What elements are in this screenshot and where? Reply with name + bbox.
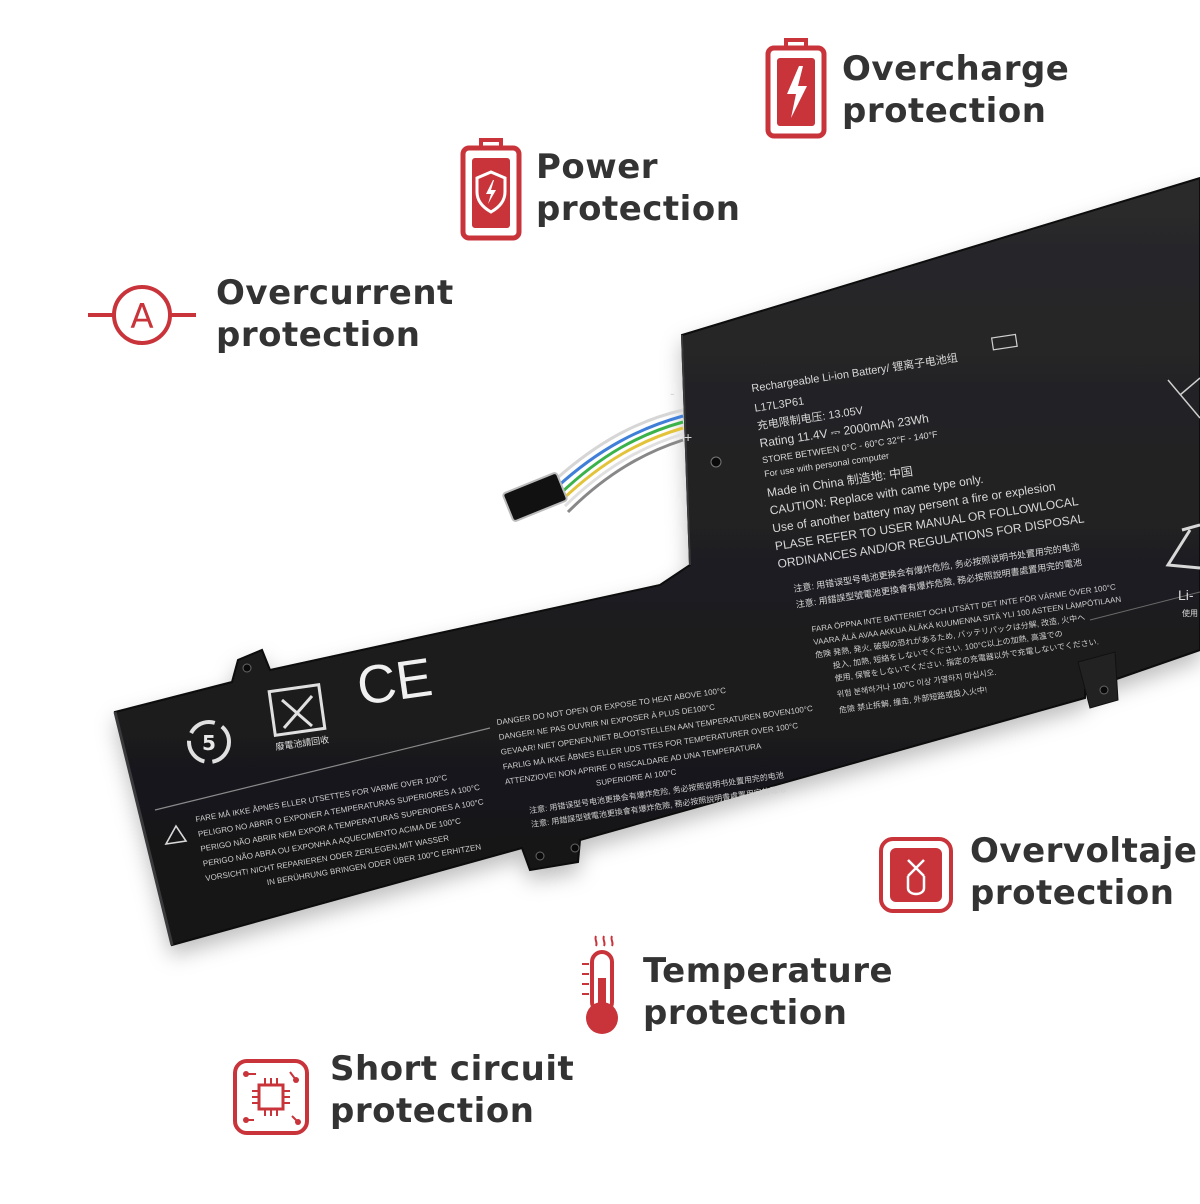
feature-overcharge-subtitle: protection [842, 91, 1047, 131]
recycle-5-icon: 5 [187, 720, 231, 764]
feature-overvoltage: Overvoltaje protection [970, 830, 1197, 914]
feature-power-subtitle: protection [536, 189, 741, 229]
battery-shield-icon [460, 138, 522, 246]
feature-overcurrent: Overcurrent protection [216, 272, 454, 356]
battery-connector [502, 408, 684, 522]
feature-overcurrent-subtitle: protection [216, 315, 421, 355]
svg-text:A: A [130, 297, 153, 337]
battery-lightning-icon [765, 38, 827, 144]
voltage-box-icon [878, 836, 954, 918]
feature-overvoltage-title: Overvoltaje [970, 831, 1198, 871]
liion-sub: 使用 [1182, 608, 1198, 618]
feature-overvoltage-subtitle: protection [970, 873, 1175, 913]
warning-triangle-icon [164, 824, 188, 846]
feature-overcurrent-title: Overcurrent [216, 273, 454, 313]
ce-mark: CE [353, 647, 436, 717]
battery-recycle-square-icon [267, 683, 327, 737]
feature-short-circuit: Short circuit protection [330, 1048, 574, 1132]
thermometer-icon [578, 932, 628, 1042]
crossed-bin-icon [1167, 377, 1200, 419]
feature-short-circuit-title: Short circuit [330, 1049, 575, 1089]
ampere-circle-icon: A [88, 282, 196, 352]
battery-symbol-icon [990, 333, 1018, 351]
terminal-minus: - [670, 385, 675, 401]
feature-overcharge-title: Overcharge [842, 49, 1070, 89]
feature-power: Power protection [536, 146, 740, 230]
terminal-plus: + [684, 429, 692, 445]
feature-power-title: Power [536, 147, 659, 187]
feature-overcharge: Overcharge protection [842, 48, 1069, 132]
feature-temperature-title: Temperature [643, 951, 894, 991]
feature-short-circuit-subtitle: protection [330, 1091, 535, 1131]
mounting-tab-right [1077, 651, 1119, 709]
feature-temperature-subtitle: protection [643, 993, 848, 1033]
liion-mark: Li- [1178, 587, 1194, 603]
recycle-triangle-icon [1165, 523, 1200, 570]
circuit-chip-icon [232, 1058, 310, 1140]
recycle-number: 5 [202, 731, 216, 755]
feature-temperature: Temperature protection [643, 950, 893, 1034]
